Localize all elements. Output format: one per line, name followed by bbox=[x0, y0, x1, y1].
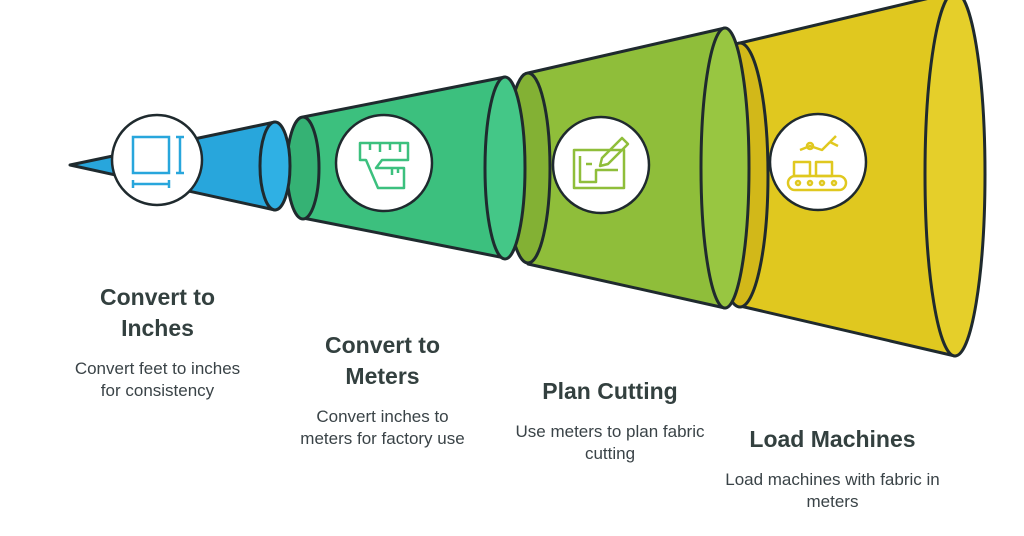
step-convert-meters: Convert to Meters Convert inches to mete… bbox=[290, 330, 475, 450]
step-description: Load machines with fabric in meters bbox=[725, 470, 940, 511]
robotic-conveyor-icon bbox=[768, 112, 868, 212]
step-description: Use meters to plan fabric cutting bbox=[515, 422, 705, 463]
step-title: Convert to Meters bbox=[325, 332, 440, 389]
step-title: Plan Cutting bbox=[542, 378, 678, 404]
step-plan-cutting: Plan Cutting Use meters to plan fabric c… bbox=[510, 376, 710, 465]
step-title: Load Machines bbox=[749, 426, 916, 452]
step-description: Convert feet to inches for consistency bbox=[74, 359, 241, 400]
step-description: Convert inches to meters for factory use bbox=[300, 407, 465, 448]
tape-measure-icon bbox=[334, 113, 434, 213]
step-load-machines: Load Machines Load machines with fabric … bbox=[725, 424, 940, 513]
funnel-segment-convert-meters bbox=[285, 75, 527, 261]
step-convert-inches: Convert to Inches Convert feet to inches… bbox=[70, 282, 245, 402]
step-title: Convert to Inches bbox=[100, 284, 215, 341]
dimension-square-icon bbox=[110, 113, 204, 207]
drafting-plan-icon bbox=[551, 115, 651, 215]
